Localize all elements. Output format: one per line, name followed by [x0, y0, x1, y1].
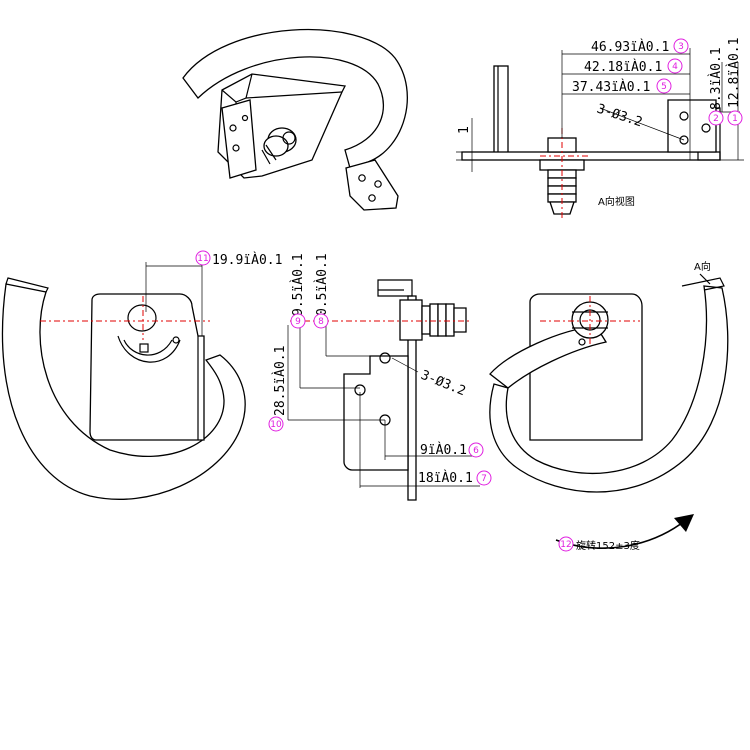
dim-18: 18ïÀ0.1	[418, 470, 473, 486]
balloon-7	[476, 470, 492, 486]
balloon-4	[667, 58, 683, 74]
balloon-3	[673, 38, 689, 54]
balloon-12	[558, 536, 574, 552]
balloon-4-label: 4	[672, 62, 678, 72]
view-title: A向视图	[598, 195, 635, 208]
balloon-11	[195, 250, 211, 266]
balloon-7-label: 7	[481, 474, 487, 484]
balloon-2	[708, 110, 724, 126]
balloon-12-label: 12	[560, 540, 571, 550]
balloon-8	[313, 313, 329, 329]
isometric-view	[182, 28, 408, 211]
dim-9-5: 9.5ïÀ0.1	[290, 253, 306, 316]
balloon-3-label: 3	[678, 42, 684, 52]
dim-42-18: 42.18ïÀ0.1	[584, 59, 662, 75]
balloon-10-label: 10	[270, 420, 282, 430]
dim-8-3: 8.3ïÀ0.1	[708, 47, 724, 110]
rotation-text: 旋转152±3度	[576, 539, 640, 552]
balloon-6-label: 6	[473, 446, 479, 456]
balloon-10	[268, 416, 284, 432]
right-view: A向	[489, 260, 729, 493]
balloon-5	[656, 78, 672, 94]
dim-19-9: 19.9ïÀ0.1	[212, 252, 282, 268]
top-hole-note: 3-Ø3.2	[595, 102, 644, 131]
side-hole-note: 3-Ø3.2	[419, 368, 468, 400]
rotation-note: 12 旋转152±3度	[555, 514, 694, 552]
dim-46-93: 46.93ïÀ0.1	[591, 39, 669, 55]
dim-0-5: 0.5ïÀ0.1	[314, 253, 330, 316]
left-view: 11 19.9ïÀ0.1	[1, 250, 282, 500]
dim-12-8: 12.8ïÀ0.1	[726, 38, 742, 108]
balloon-9	[290, 313, 306, 329]
dim-thickness: 1	[457, 126, 472, 134]
dim-9: 9ïÀ0.1	[420, 442, 467, 458]
balloon-1-label: 1	[732, 114, 738, 124]
dim-28-5: 28.5ïÀ0.1	[272, 346, 288, 416]
dim-37-43: 37.43ïÀ0.1	[572, 79, 650, 95]
balloon-1	[727, 110, 743, 126]
top-view: 46.93ïÀ0.1 3 42.18ïÀ0.1 4 37.43ïÀ0.1 5 3…	[456, 38, 744, 220]
balloon-6	[468, 442, 484, 458]
arrow-head-icon	[674, 514, 694, 532]
balloon-2-label: 2	[713, 114, 719, 124]
balloon-5-label: 5	[661, 82, 667, 92]
view-arrow-label: A向	[694, 260, 711, 273]
side-view: 9.5ïÀ0.1 9 0.5ïÀ0.1 8 28.5ïÀ0.1 10 3-Ø3.…	[268, 253, 492, 501]
balloon-9-label: 9	[295, 317, 301, 327]
balloon-11-label: 11	[197, 254, 208, 264]
balloon-8-label: 8	[318, 317, 324, 327]
